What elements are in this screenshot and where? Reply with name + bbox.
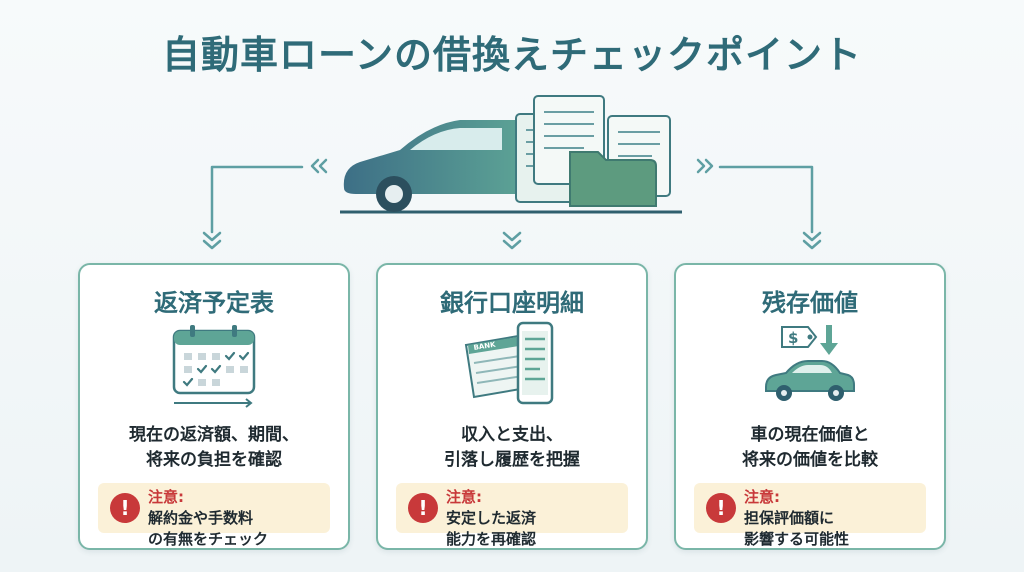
card-description: 車の現在価値と 将来の価値を比較 <box>742 425 878 470</box>
card-title: 返済予定表 <box>154 289 274 317</box>
svg-text:BANK: BANK <box>473 341 497 352</box>
caution-note: ! 注意: 担保評価額に 影響する可能性 <box>694 483 926 548</box>
caution-note: ! 注意: 安定した返済 能力を再確認 <box>396 483 628 548</box>
caution-label: 注意: <box>744 488 780 506</box>
car-value-down-icon: $ <box>765 325 855 401</box>
caution-note: ! 注意: 解約金や手数料 の有無をチェック <box>98 483 330 548</box>
page-title: 自動車ローンの借換えチェックポイント <box>161 33 863 77</box>
svg-text:$: $ <box>788 329 798 347</box>
card-title: 残存価値 <box>762 289 858 317</box>
caution-label: 注意: <box>148 488 184 506</box>
warning-icon: ! <box>706 493 736 523</box>
warning-icon: ! <box>110 493 140 523</box>
card-repayment-schedule: 返済予定表 現在の返済額、期間、 将来の負担を確認 ! 注意: 解約金や手数料 … <box>78 263 350 550</box>
card-description: 収入と支出、 引落し履歴を把握 <box>444 425 580 470</box>
card-title: 銀行口座明細 <box>440 289 584 317</box>
card-description: 現在の返済額、期間、 将来の負担を確認 <box>129 425 299 470</box>
warning-icon: ! <box>408 493 438 523</box>
bank-statement-phone-icon: BANK <box>464 321 554 405</box>
caution-label: 注意: <box>446 488 482 506</box>
car-documents-illustration <box>340 95 682 214</box>
card-bank-statement: 銀行口座明細 BANK 収入と支出、 引落し履歴を把握 ! 注意: 安定した返済… <box>376 263 648 550</box>
calendar-check-icon <box>172 325 256 408</box>
card-residual-value: 残存価値 $ 車の現在価値と 将来の価値を比較 ! 注意: 担保評価額に 影響す… <box>674 263 946 550</box>
